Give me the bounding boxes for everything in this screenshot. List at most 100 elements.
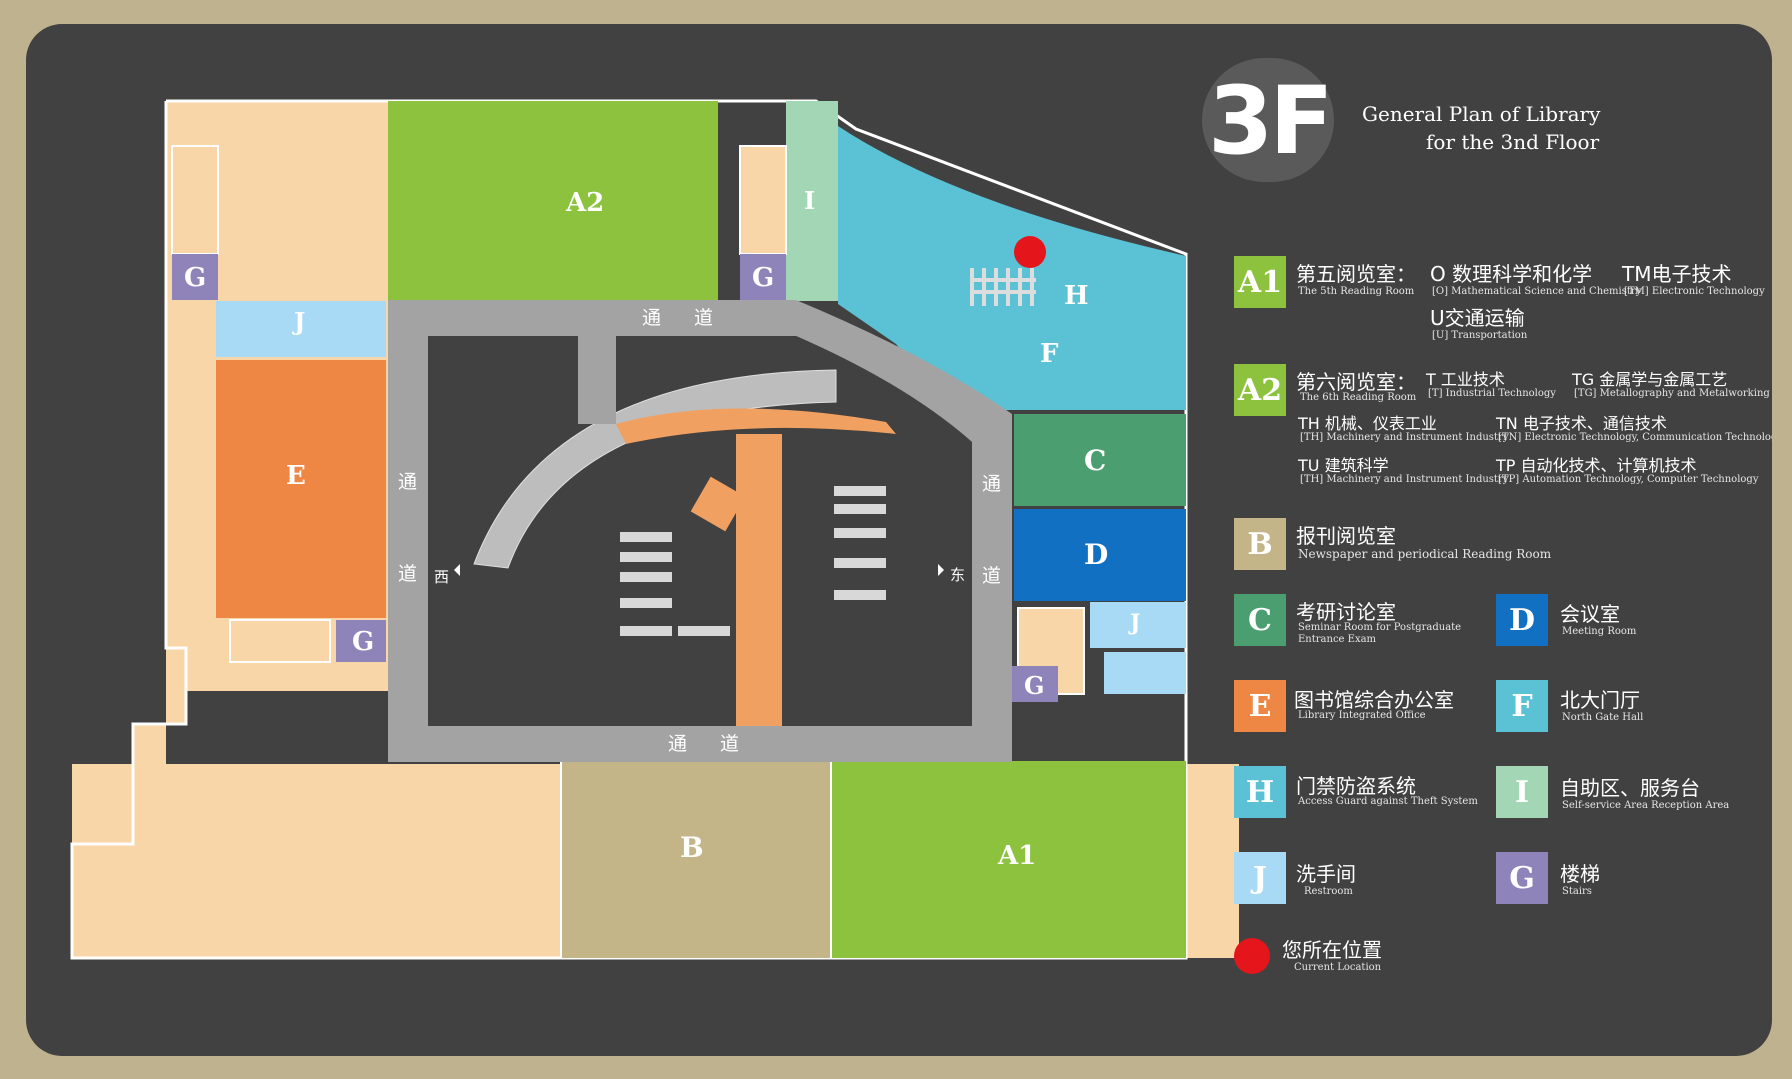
legend-badge-i: I [1496, 766, 1548, 818]
zone-b-area [562, 761, 830, 958]
legend-i-en: Self-service Area Reception Area [1562, 800, 1730, 811]
arc-connector [578, 336, 616, 424]
legend-a2-item5-en: [TH] Machinery and Instrument Industry [1300, 474, 1509, 485]
zone-label-a2: A2 [565, 188, 604, 218]
floor-map: A2 I H F J E C D J B A1 G G G G 通 道 通 道 … [70, 99, 1239, 960]
floor-badge [1202, 58, 1334, 182]
legend-a1-en: The 5th Reading Room [1298, 286, 1415, 297]
legend-c-zh: 考研讨论室 [1296, 600, 1396, 624]
legend-i-zh: 自助区、服务台 [1560, 776, 1700, 800]
legend-d-zh: 会议室 [1560, 602, 1620, 626]
zone-label-j2: J [1128, 610, 1140, 636]
zone-f-area [838, 126, 1186, 414]
legend-a1-item3-en: [U] Transportation [1432, 330, 1528, 341]
corridor-labels: 通 道 通 道 通 道 通 道 西 东 [398, 307, 1001, 755]
legend-a2-item2-zh: TG 金属学与金属工艺 [1572, 370, 1728, 389]
legend-a1-item1-en: [O] Mathematical Science and Chemistry [1432, 286, 1642, 297]
legend-a2-en: The 6th Reading Room [1300, 392, 1417, 403]
stair-label-g3: G [352, 627, 374, 657]
legend-b-zh: 报刊阅览室 [1296, 524, 1396, 548]
legend-a2-item3-zh: TH 机械、仪表工业 [1298, 414, 1437, 433]
zone-label-a1: A1 [997, 841, 1036, 871]
zone-label-b: B [680, 831, 704, 864]
zone-a1-area [832, 761, 1186, 958]
legend-a2-item4-en: [TN] Electronic Technology, Communicatio… [1498, 432, 1772, 443]
stair-label-g2: G [752, 263, 774, 293]
legend-a2-item6-en: [TP] Automation Technology, Computer Tec… [1498, 474, 1759, 485]
legend-a2-zh: 第六阅览室： [1296, 370, 1416, 394]
zone-a2-area [388, 101, 718, 301]
legend-badge-f: F [1496, 680, 1548, 732]
zone-label-j1: J [292, 307, 305, 336]
legend-g-zh: 楼梯 [1560, 862, 1600, 886]
legend-f-zh: 北大门厅 [1560, 688, 1640, 712]
deck [616, 408, 896, 444]
corridor-bottom-1: 通 [668, 733, 687, 755]
legend-c-en1: Seminar Room for Postgraduate [1298, 622, 1462, 633]
legend-badge-b: B [1234, 518, 1286, 570]
legend-a2-item3-en: [TH] Machinery and Instrument Industry [1300, 432, 1509, 443]
stair-badge-g1 [172, 254, 218, 300]
floor-area-step [133, 724, 166, 764]
bookshelves-right [834, 486, 886, 600]
legend-g-en: Stairs [1562, 886, 1592, 897]
legend-a2-item2-en: [TG] Metallography and Metalworking [1574, 388, 1770, 399]
legend-e-zh: 图书馆综合办公室 [1294, 688, 1454, 712]
atrium [428, 336, 972, 726]
legend-a1-zh: 第五阅览室： [1296, 262, 1416, 286]
corridor-right-2: 道 [982, 565, 1001, 587]
legend-b-en: Newspaper and periodical Reading Room [1298, 547, 1552, 561]
stair-badge-g2 [740, 254, 786, 300]
zone-label-e: E [286, 461, 306, 491]
kiosk [690, 476, 746, 532]
stair-mid-top [739, 145, 787, 255]
legend-c-en2: Entrance Exam [1298, 634, 1377, 645]
plan-title-line2: for the 3nd Floor [1426, 130, 1600, 154]
legend-badge-j: J [1234, 852, 1286, 904]
corridor-left-1: 通 [398, 471, 417, 493]
zone-i-area [786, 101, 838, 301]
zone-e-area [216, 360, 386, 618]
access-gate [970, 268, 1036, 306]
floor-outline [70, 99, 1188, 960]
legend-d-en: Meeting Room [1562, 626, 1637, 637]
legend-j-en: Restroom [1304, 886, 1353, 897]
legend-h-zh: 门禁防盗系统 [1296, 774, 1416, 798]
bridge [736, 434, 782, 726]
legend-a2-item5-zh: TU 建筑科学 [1298, 456, 1389, 475]
zone-j-area-1 [216, 301, 386, 357]
legend-a1-item3-zh: U交通运输 [1430, 306, 1525, 330]
corridor-right-1: 通 [982, 473, 1001, 495]
stair-label-g4: G [1024, 671, 1045, 700]
arc-walkway [473, 369, 837, 569]
legend-badge-e: E [1234, 680, 1286, 732]
stair-badge-g4 [1012, 666, 1058, 702]
legend-a1-item2-zh: TM电子技术 [1622, 262, 1732, 286]
legend-h-en: Access Guard against Theft System [1298, 796, 1478, 807]
legend-badge-d: D [1496, 594, 1548, 646]
corridor-bottom-2: 道 [720, 733, 739, 755]
zone-j-area-3 [1104, 652, 1186, 694]
direction-east: 东 [950, 566, 965, 584]
bookshelves-left [620, 532, 730, 636]
zone-d-area [1014, 509, 1186, 601]
plan-title-line1: General Plan of Library [1362, 102, 1601, 126]
zone-label-d: D [1084, 538, 1108, 571]
legend-e-en: Library Integrated Office [1298, 710, 1426, 721]
legend-badge-g: G [1496, 852, 1548, 904]
zone-label-f: F [1040, 339, 1059, 369]
current-location-marker [1014, 236, 1046, 268]
arrow-east-icon [938, 564, 944, 576]
floor-number: 3F [1208, 67, 1334, 176]
legend-a1-item1-zh: O 数理科学和化学 [1430, 262, 1593, 286]
corridor-left-2: 道 [398, 563, 417, 585]
legend-a2-item4-zh: TN 电子技术、通信技术 [1496, 414, 1667, 433]
stair-left-bottom [229, 619, 331, 663]
legend-loc-en: Current Location [1294, 962, 1382, 973]
legend-f-en: North Gate Hall [1562, 712, 1644, 723]
direction-west: 西 [434, 568, 449, 586]
legend-a2-item1-en: [T] Industrial Technology [1428, 388, 1556, 399]
legend-a2-item1-zh: T 工业技术 [1426, 370, 1505, 389]
zone-j-area-2 [1090, 602, 1186, 648]
arrow-west-icon [454, 564, 460, 576]
